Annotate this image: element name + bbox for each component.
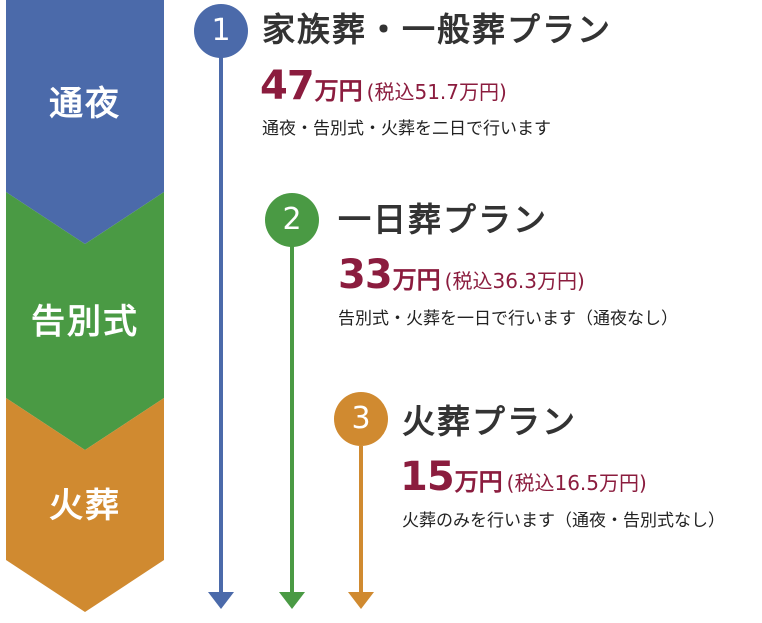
plan-1-price-unit: 万円 [314,77,363,105]
plan-1-number-badge: 1 [194,4,248,58]
plan-2-price-value: 33 [338,252,393,298]
plan-2-price-unit: 万円 [392,266,441,294]
plan-2-arrow-head [279,592,305,609]
plan-1-price-value: 47 [260,63,315,109]
stage-label-funeral: 告別式 [31,302,139,342]
plan-2-price-tax: (税込36.3万円) [444,269,585,293]
plan-2-description: 告別式・火葬を一日で行います（通夜なし） [338,309,678,329]
plan-3-number-badge: 3 [334,392,388,446]
plan-2-price: 33万円(税込36.3万円) [338,253,585,305]
plan-2-title: 一日葬プラン [338,200,548,239]
stage-label-wake: 通夜 [49,84,121,124]
plan-1-description: 通夜・告別式・火葬を二日で行います [262,119,551,139]
plan-3-price-unit: 万円 [454,468,503,496]
plan-3-title: 火葬プラン [402,402,577,441]
plan-3-description: 火葬のみを行います（通夜・告別式なし） [402,511,725,531]
stage-chevron-cremation [6,398,164,612]
stage-chevron-funeral [6,192,164,450]
stage-chevron-wake [6,0,164,244]
plan-3-price: 15万円(税込16.5万円) [400,455,647,507]
plan-2-number-badge: 2 [265,193,319,247]
plan-3-arrow-head [348,592,374,609]
plan-3-price-value: 15 [400,454,455,500]
plan-1-arrow-head [208,592,234,609]
plan-1-price-tax: (税込51.7万円) [366,80,507,104]
plan-3-price-tax: (税込16.5万円) [506,471,647,495]
stage-label-cremation: 火葬 [49,486,121,526]
plan-1-price: 47万円(税込51.7万円) [260,64,507,116]
plan-1-title: 家族葬・一般葬プラン [262,10,612,49]
